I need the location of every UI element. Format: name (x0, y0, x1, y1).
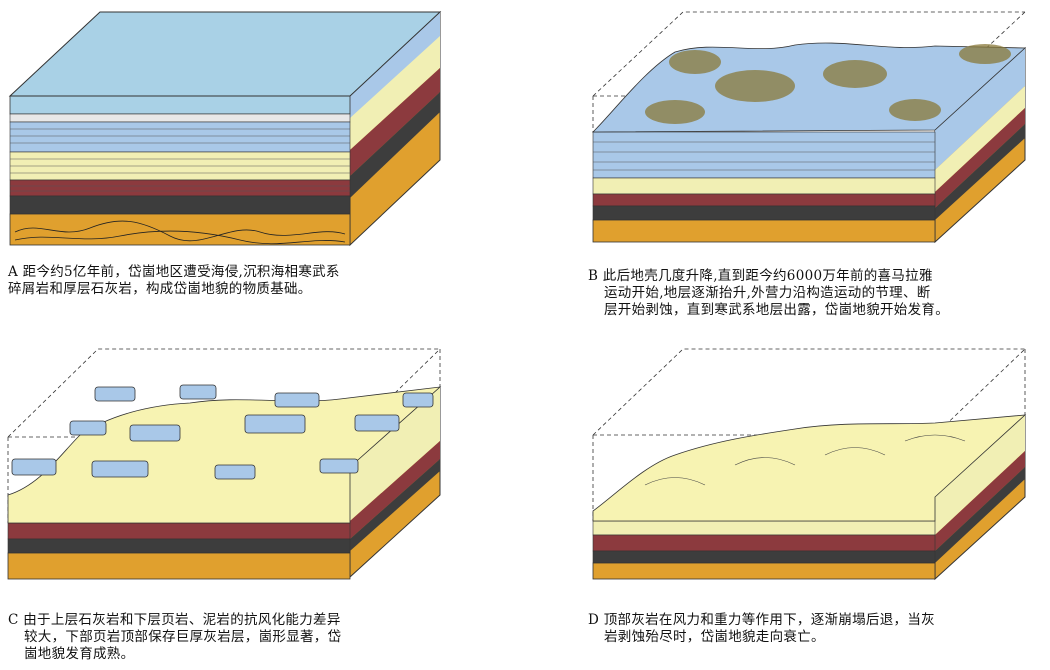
caption-b-line-3: 层开始剥蚀，直到寒武系地层出露，岱崮地貌开始发育。 (604, 302, 949, 318)
caption-b: B 此后地壳几度升降,直到距今约6000万年前的喜马拉雅 运动开始,地层逐渐抬升… (588, 268, 949, 319)
block-diagram-a (8, 10, 442, 247)
caption-c-line-3: 崮地貌发育成熟。 (24, 646, 135, 662)
diagram-panel-a (0, 0, 450, 250)
diagram-panel-d (585, 345, 1035, 585)
block-diagram-c (7, 348, 442, 580)
caption-d: D 顶部灰岩在风力和重力等作用下，逐渐崩塌后退，当灰 岩剥蚀殆尽时，岱崮地貌走向… (588, 612, 935, 646)
diagram-panel-c (0, 345, 450, 585)
diagram-panel-b (585, 0, 1035, 250)
caption-a-line-1: A 距今约5亿年前，岱崮地区遭受海侵,沉积海相寒武系 (8, 264, 340, 280)
caption-c-line-2: 较大，下部页岩顶部保存巨厚灰岩层，崮形显著，岱 (24, 629, 342, 645)
caption-b-line-1: B 此后地壳几度升降,直到距今约6000万年前的喜马拉雅 (588, 268, 933, 284)
block-diagram-d (592, 348, 1027, 581)
caption-a: A 距今约5亿年前，岱崮地区遭受海侵,沉积海相寒武系 碎屑岩和厚层石灰岩，构成岱… (8, 264, 340, 298)
caption-d-line-1: D 顶部灰岩在风力和重力等作用下，逐渐崩塌后退，当灰 (588, 612, 935, 628)
caption-b-line-2: 运动开始,地层逐渐抬升,外营力沿构造运动的节理、断 (604, 285, 931, 301)
caption-d-line-2: 岩剥蚀殆尽时，岱崮地貌走向衰亡。 (604, 629, 825, 645)
block-diagram-b (592, 11, 1027, 244)
caption-c-line-1: C 由于上层石灰岩和下层页岩、泥岩的抗风化能力差异 (8, 612, 341, 628)
caption-a-line-2: 碎屑岩和厚层石灰岩，构成岱崮地貌的物质基础。 (8, 281, 312, 297)
caption-c: C 由于上层石灰岩和下层页岩、泥岩的抗风化能力差异 较大，下部页岩顶部保存巨厚灰… (8, 612, 341, 663)
